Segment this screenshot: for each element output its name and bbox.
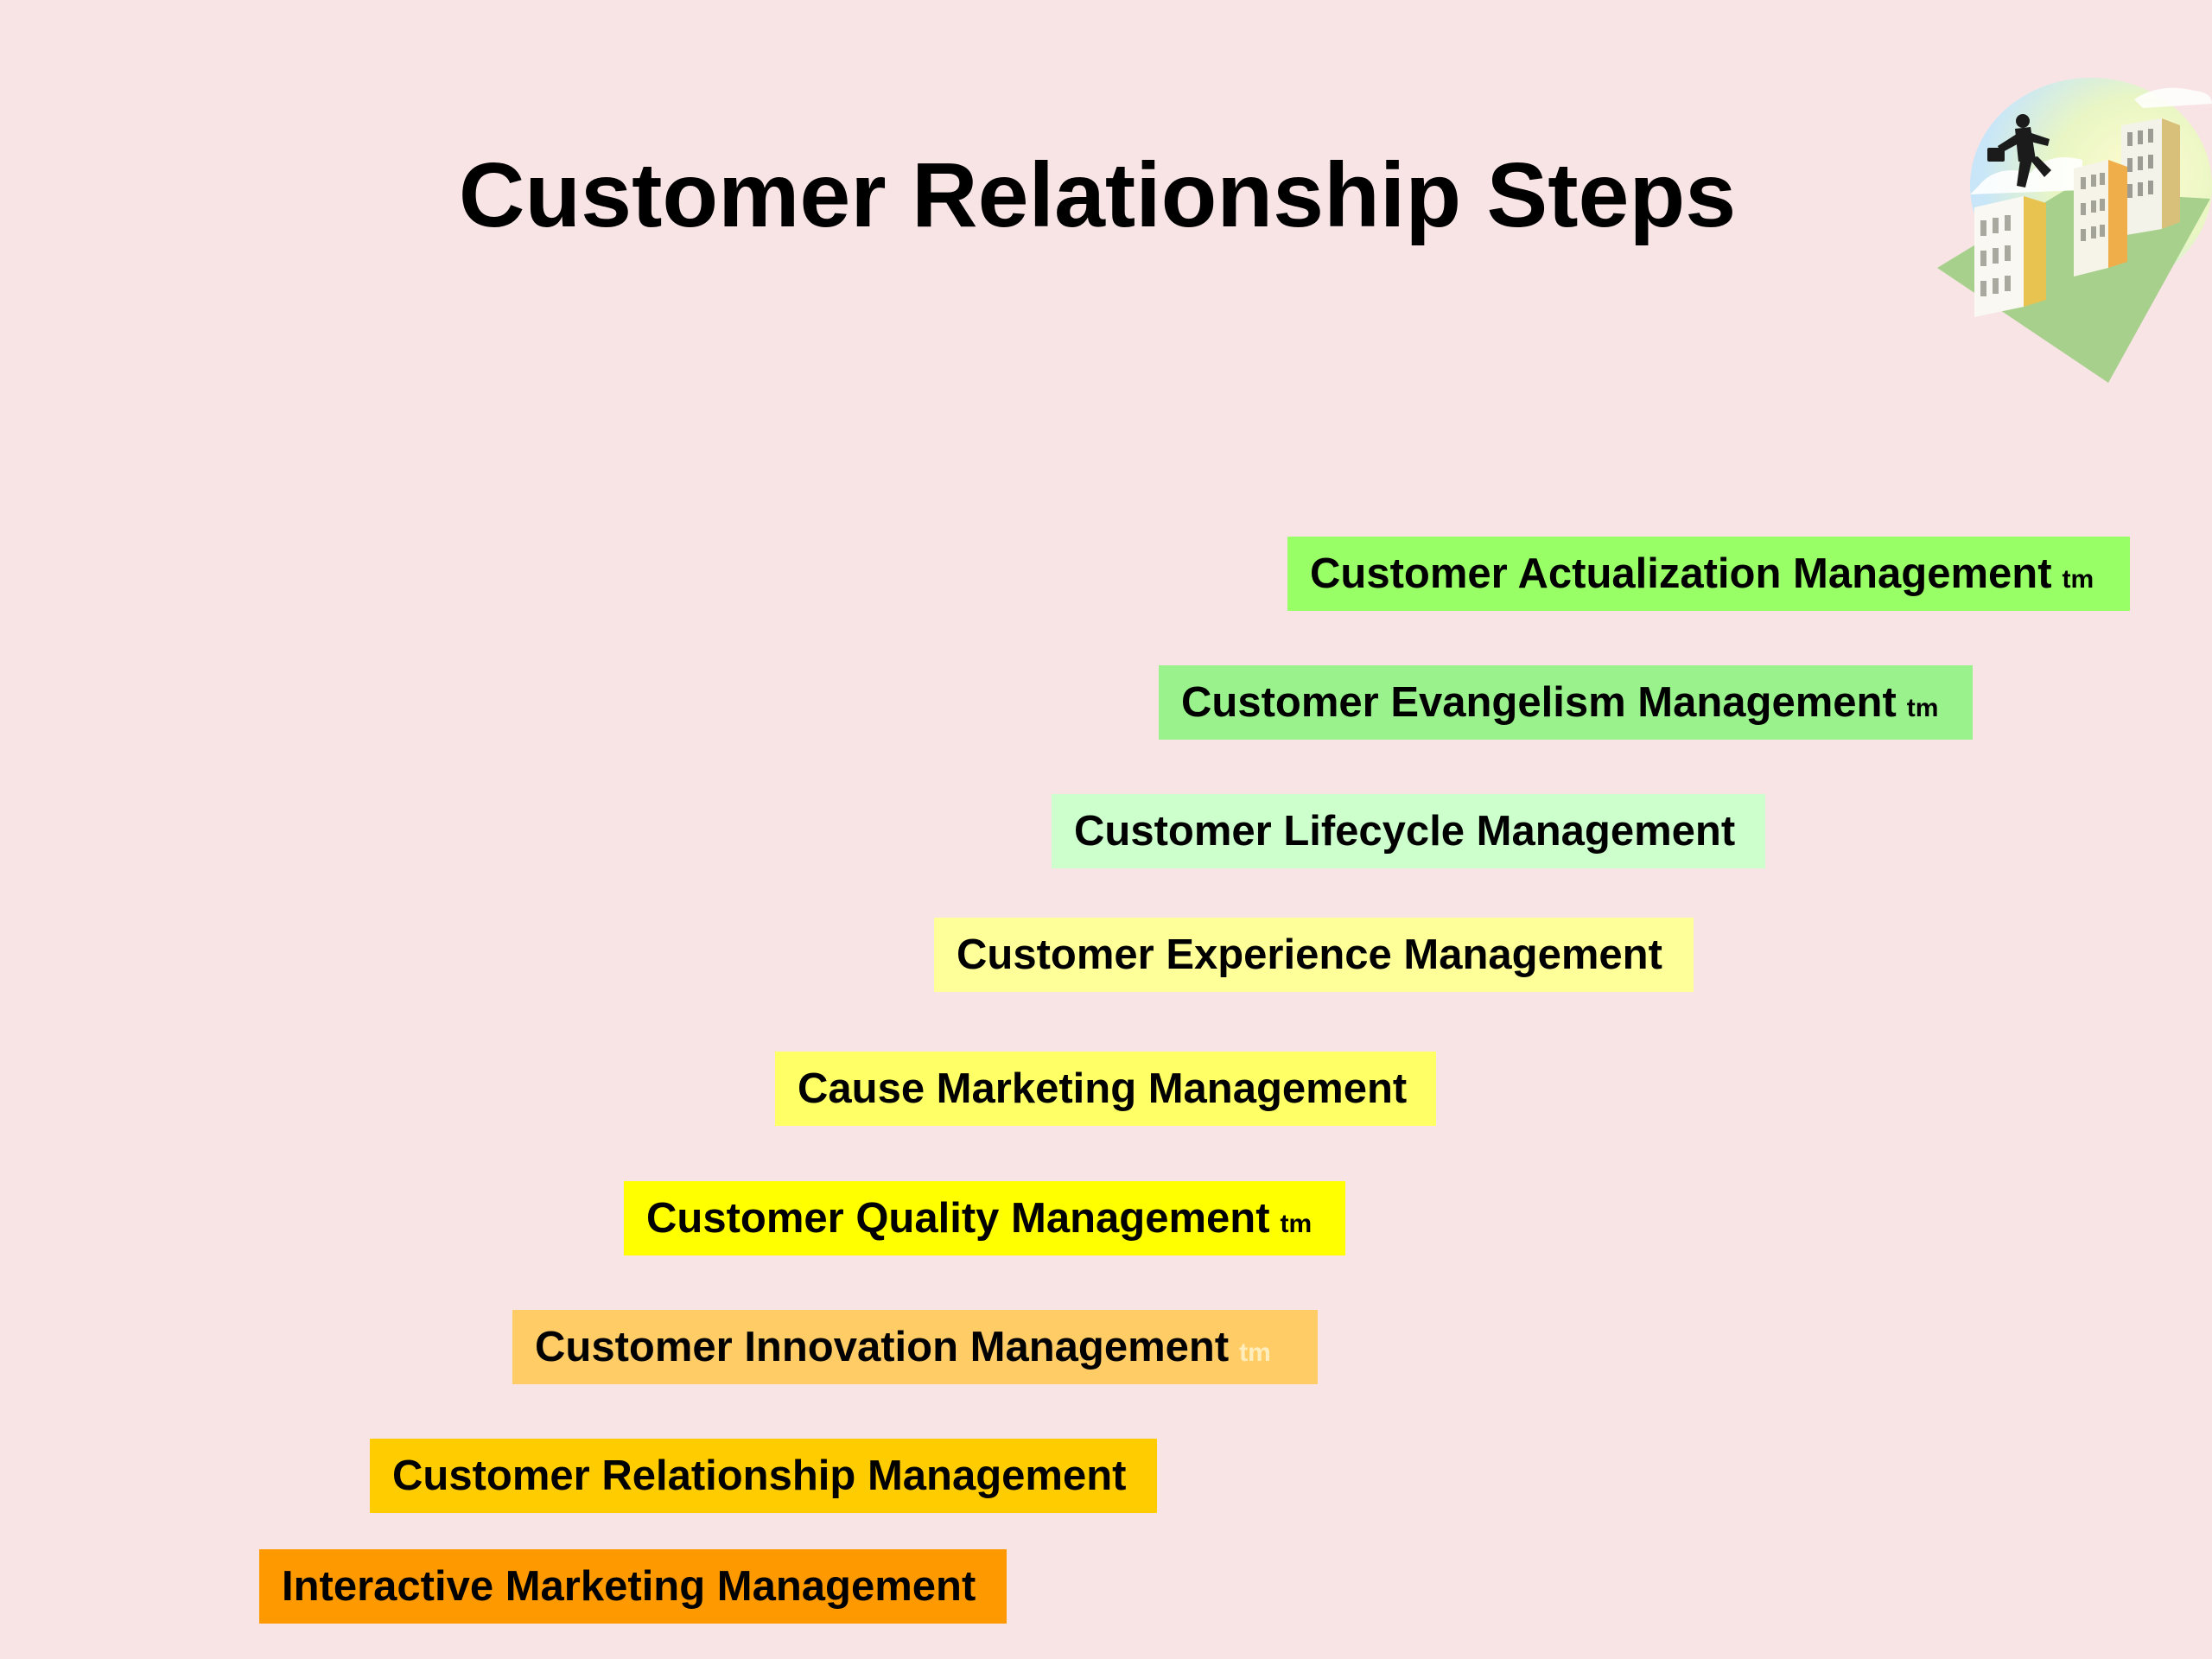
step-label: Customer Evangelism Management <box>1181 679 1897 726</box>
step-box: Customer Actualization Management tm <box>1287 537 2130 611</box>
step-box: Customer Quality Management tm <box>624 1181 1345 1255</box>
slide-title: Customer Relationship Steps <box>458 144 1737 246</box>
step-box: Customer Evangelism Management tm <box>1159 665 1973 740</box>
step-box: Customer Innovation Management tm <box>512 1310 1318 1384</box>
trademark-mark: tm <box>1906 694 1939 722</box>
businessman-running-on-buildings-icon <box>1937 78 2212 383</box>
step-label: Cause Marketing Management <box>798 1065 1408 1112</box>
step-label: Customer Lifecycle Management <box>1074 808 1736 855</box>
step-label: Customer Quality Management <box>646 1195 1270 1242</box>
step-label: Customer Experience Management <box>957 931 1662 978</box>
step-box: Customer Experience Management <box>934 918 1694 992</box>
trademark-mark: tm <box>2062 565 2094 594</box>
step-label: Customer Innovation Management <box>535 1324 1230 1370</box>
step-label: Customer Actualization Management <box>1310 550 2052 597</box>
step-box: Customer Relationship Management <box>370 1439 1157 1513</box>
step-box: Interactive Marketing Management <box>259 1549 1007 1624</box>
trademark-mark: tm <box>1239 1338 1271 1367</box>
step-label: Interactive Marketing Management <box>282 1563 976 1610</box>
step-label: Customer Relationship Management <box>392 1452 1127 1499</box>
step-box: Cause Marketing Management <box>775 1052 1436 1126</box>
step-box: Customer Lifecycle Management <box>1052 794 1765 868</box>
trademark-mark: tm <box>1280 1210 1313 1238</box>
